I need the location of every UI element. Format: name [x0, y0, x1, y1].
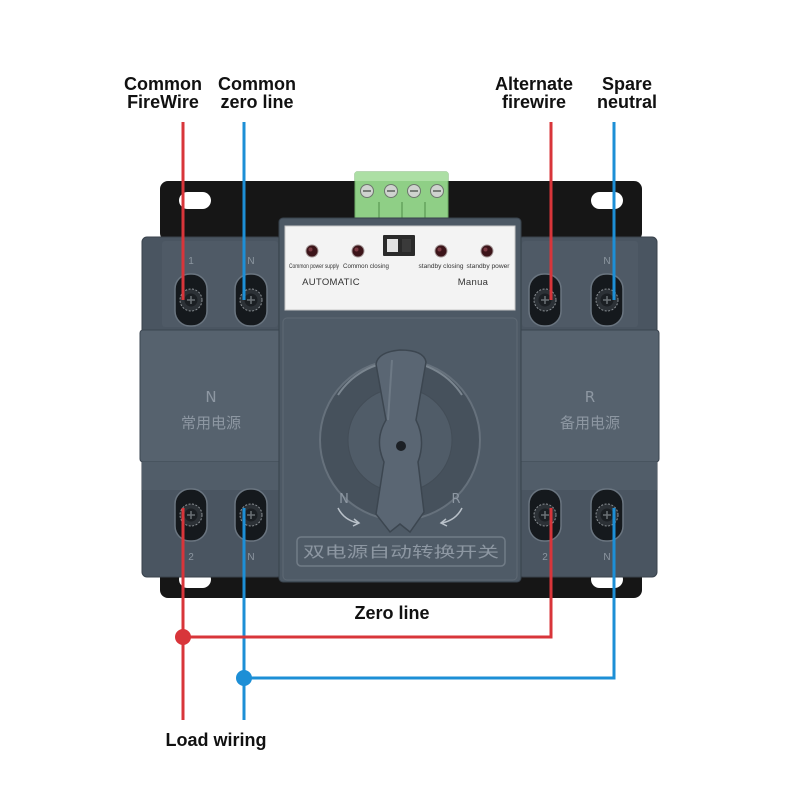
terminal-standby-line-output [528, 488, 562, 542]
label-load-wiring: Load wiring [166, 730, 267, 750]
terminal-label: N [247, 256, 254, 267]
wiring [175, 122, 616, 720]
mounting-slot-top-left [179, 192, 211, 209]
terminal-common-line-output [174, 488, 208, 542]
standby-module-name: 备用电源 [560, 414, 620, 432]
handle-position-right-label: R [451, 492, 460, 507]
terminal-common-line-input [174, 273, 208, 327]
rotate-arrow-left-icon [337, 507, 359, 524]
product-nameplate [296, 536, 506, 567]
rotary-handle-assembly: N R [319, 349, 481, 534]
led-icon [351, 244, 365, 258]
screw-slot [603, 296, 611, 304]
led-highlight [354, 247, 359, 252]
wire-neutral-bridge [244, 508, 616, 680]
mode-manual-label: Manua [458, 277, 489, 288]
terminal-standby-line-input [528, 273, 562, 327]
mounting-slot-top-right [591, 192, 623, 209]
screw-slot [247, 296, 255, 304]
annotations: Common FireWire Common zero line Alterna… [124, 74, 657, 750]
terminal-standby-neutral-input [590, 273, 624, 327]
terminal-label: N [603, 552, 610, 563]
mode-switch-track [402, 239, 411, 252]
led-highlight [308, 247, 313, 252]
wire-live-bridge [183, 508, 553, 639]
product-name: 双电源自动转换开关 [303, 543, 499, 561]
mode-automatic-label: AUTOMATIC [302, 277, 360, 288]
indicator-led-standby-closing [434, 244, 448, 258]
mode-selector-switch [383, 235, 415, 256]
screw-slot [603, 511, 611, 519]
led-highlight [437, 247, 442, 252]
indicator-led-common-power [305, 244, 319, 258]
led-highlight [483, 247, 488, 252]
neutral-junction-dot [236, 670, 252, 686]
common-module-letter: N [205, 388, 216, 406]
mode-switch-slider [387, 239, 398, 252]
screw-slot [187, 511, 195, 519]
indicator-label: Common power supply [289, 264, 339, 270]
terminal-label: N [603, 256, 610, 267]
switch-center-body: Common power supply Common closing stand… [278, 217, 522, 583]
label-common-firewire-line2: FireWire [127, 92, 199, 112]
terminal-label: 1 [188, 256, 194, 267]
terminal-block-dividers [378, 202, 426, 220]
label-common-firewire-line1: Common [124, 74, 202, 94]
standby-module-letter: R [585, 388, 595, 406]
live-junction-dot [175, 629, 191, 645]
led-icon [480, 244, 494, 258]
terminal-label: 2 [542, 552, 548, 563]
terminal-block-screws [360, 184, 444, 198]
terminal-common-neutral-output [234, 488, 268, 542]
indicator-label: standby power [467, 264, 510, 270]
common-module-step [142, 462, 282, 490]
label-common-zero-line-line1: Common [218, 74, 296, 94]
arrowhead-icon [439, 518, 448, 527]
screw-slot [247, 511, 255, 519]
label-spare-neutral-line1: Spare [602, 74, 652, 94]
common-module-name: 常用电源 [181, 414, 241, 432]
arrowhead-icon [352, 518, 361, 527]
label-alternate-firewire-line2: firewire [502, 92, 566, 112]
label-spare-neutral-line2: neutral [597, 92, 657, 112]
label-alternate-firewire-line1: Alternate [495, 74, 573, 94]
handle-pivot-dot [396, 441, 406, 451]
terminal-common-neutral-input [234, 273, 268, 327]
led-icon [305, 244, 319, 258]
led-icon [434, 244, 448, 258]
screw-slot [541, 511, 549, 519]
terminal-label: N [247, 552, 254, 563]
indicator-label: standby closing [419, 264, 464, 270]
handle-position-left-label: N [339, 492, 349, 507]
standby-module-step [518, 462, 657, 490]
rotate-arrow-right-icon [441, 507, 463, 524]
lever-highlight [387, 359, 393, 421]
terminal-standby-neutral-output [590, 488, 624, 542]
indicator-label: Common closing [343, 264, 389, 270]
control-terminal-block [354, 171, 449, 223]
indicator-panel: Common power supply Common closing stand… [284, 225, 516, 311]
terminal-block-top [355, 172, 448, 181]
label-common-zero-line-line2: zero line [220, 92, 293, 112]
indicator-led-standby-power [480, 244, 494, 258]
indicator-led-common-closing [351, 244, 365, 258]
screw-slot [187, 296, 195, 304]
screw-slot [541, 296, 549, 304]
label-zero-line: Zero line [354, 603, 429, 623]
terminal-label: 2 [188, 552, 194, 563]
